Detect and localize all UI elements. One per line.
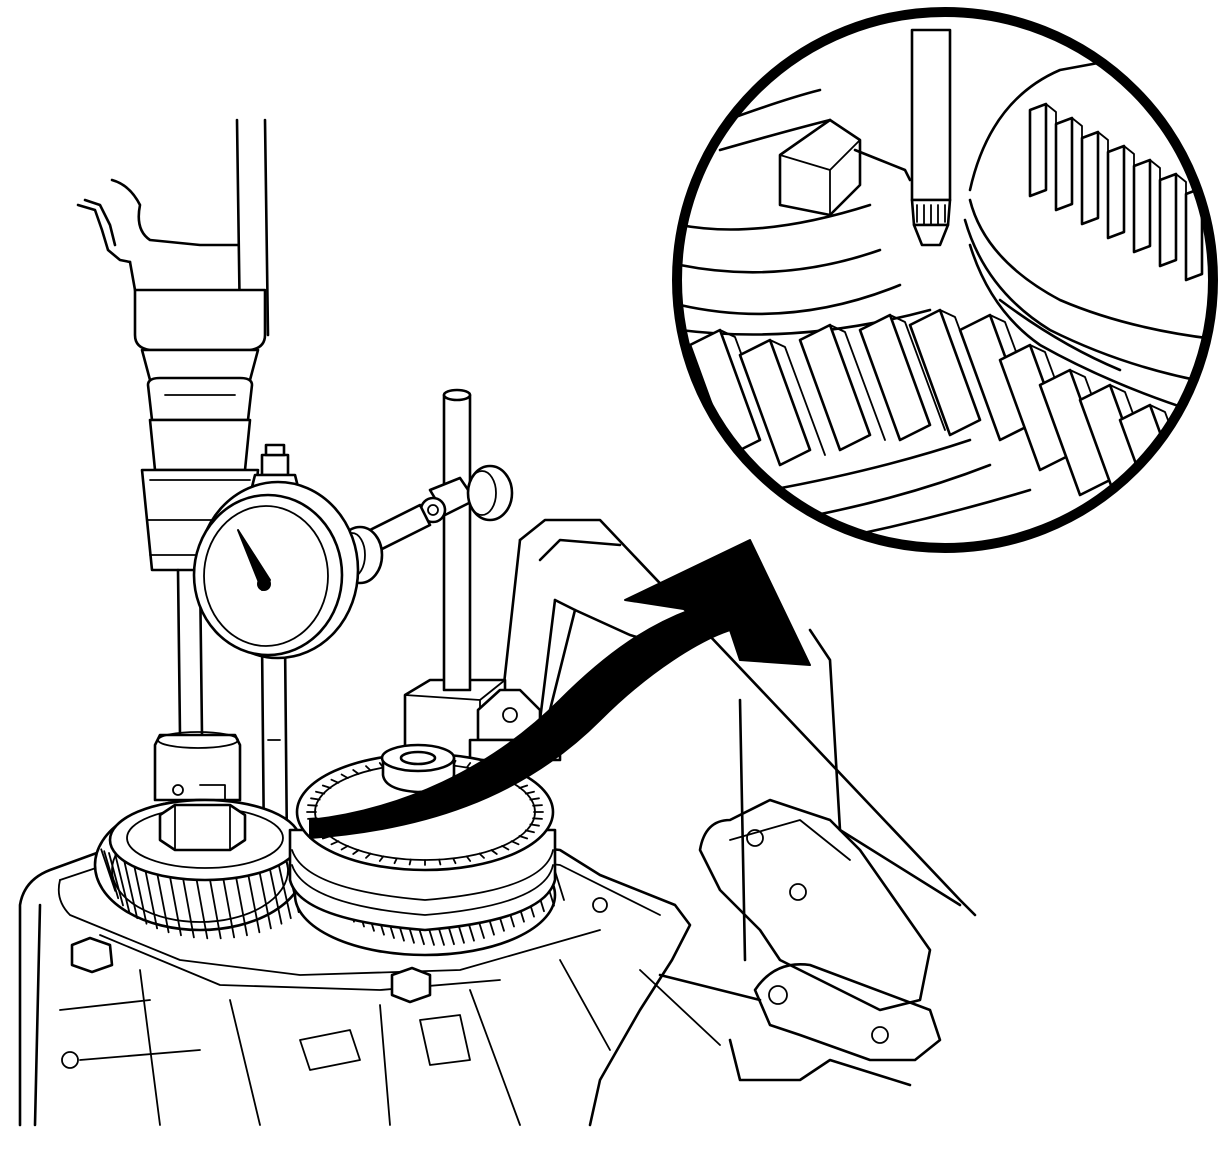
- ring-tooth: [465, 855, 472, 862]
- ring-tooth: [330, 778, 340, 784]
- ring-tooth: [452, 857, 457, 865]
- holding-fixture: [498, 518, 977, 1087]
- ring-tooth: [529, 823, 540, 827]
- ring-tooth: [532, 804, 543, 807]
- gear-tooth: [131, 856, 148, 925]
- crown-tooth: [1028, 102, 1048, 198]
- helix-tooth-edge: [829, 324, 886, 441]
- gear-tooth: [275, 855, 292, 920]
- crown-tooth: [1106, 144, 1126, 240]
- crown-tooth: [1054, 116, 1074, 212]
- ring-tooth: [438, 858, 442, 866]
- ring-tooth: [321, 784, 332, 789]
- helix-tooth-edge: [889, 314, 946, 431]
- ring-tooth: [315, 790, 326, 795]
- gear-tooth: [100, 848, 117, 892]
- ring-tooth: [310, 797, 321, 801]
- gear-tooth: [108, 852, 124, 907]
- gear-tooth: [114, 853, 131, 913]
- ring-tooth: [340, 773, 349, 779]
- crown-tooth: [1158, 172, 1178, 268]
- helix-tooth: [858, 313, 932, 442]
- ring-tooth: [510, 840, 520, 846]
- helical-gear: [93, 798, 314, 940]
- crown-tooth: [1080, 130, 1100, 226]
- ring-tooth: [378, 855, 385, 862]
- ring-tooth: [393, 857, 398, 865]
- ring-tooth: [465, 762, 472, 769]
- helix-tooth-edge: [769, 339, 826, 456]
- ring-tooth: [352, 769, 360, 775]
- gear-tooth: [122, 855, 139, 920]
- ring-tooth: [365, 852, 372, 859]
- indicator-stand: [336, 388, 562, 787]
- magnified-view-circle: [672, 7, 1218, 553]
- ring-tooth: [408, 858, 412, 866]
- ring-tooth: [524, 829, 535, 834]
- helix-tooth: [738, 338, 812, 467]
- ring-tooth: [330, 840, 340, 846]
- curved-arrow: [309, 539, 811, 839]
- ring-tooth: [524, 790, 535, 795]
- ring-tooth: [340, 845, 349, 851]
- ring-tooth: [490, 849, 498, 855]
- dial-gauge: [192, 443, 360, 871]
- helix-tooth: [908, 308, 982, 437]
- helix-tooth: [798, 323, 872, 452]
- crown-tooth: [1132, 158, 1152, 254]
- ring-tooth: [518, 835, 529, 840]
- gear-tooth: [103, 850, 120, 900]
- ring-tooth: [501, 845, 510, 851]
- ring-tooth: [478, 852, 485, 859]
- ring-tooth: [365, 765, 372, 772]
- ring-tooth: [529, 797, 540, 801]
- ring-tooth: [518, 784, 529, 789]
- ring-tooth: [307, 804, 318, 807]
- ring-tooth: [352, 849, 360, 855]
- ring-tooth: [532, 817, 543, 820]
- spindle-tool: [76, 118, 270, 802]
